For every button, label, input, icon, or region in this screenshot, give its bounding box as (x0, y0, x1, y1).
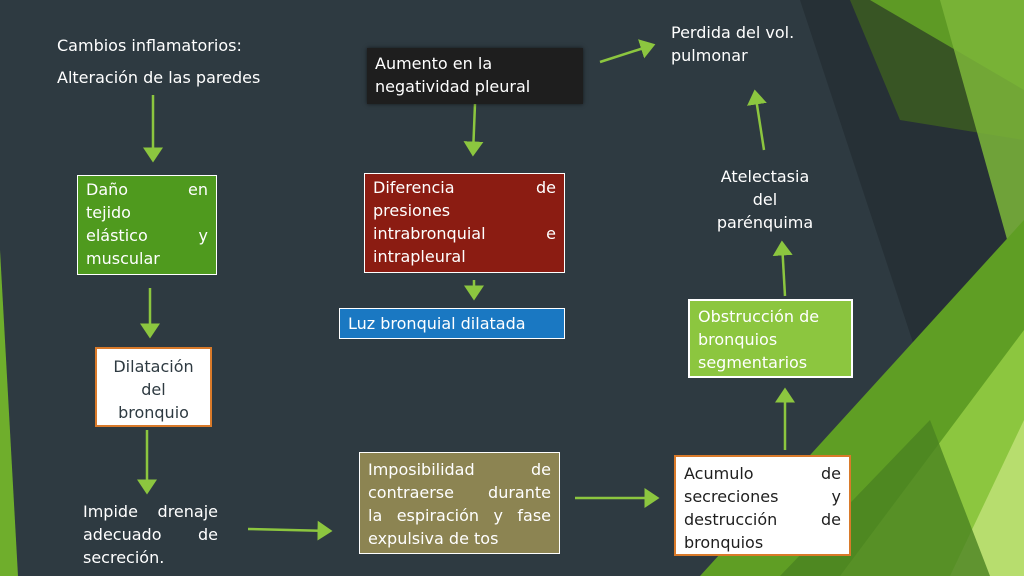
aumento-negatividad-box: Aumento en la negatividad pleural (367, 48, 583, 104)
imposibilidad-contraerse-box: Imposibilidad de contraerse durante la e… (359, 452, 560, 554)
diferencia-presiones-box: Diferencia de presiones intrabronquial e… (364, 173, 565, 273)
acumulo-secreciones-box: Acumulo de secreciones y destrucción de … (674, 455, 851, 556)
impide-drenaje-text: Impide drenaje adecuado de secreción. (83, 502, 218, 567)
dilatacion-bronquio-box: Dilatación del bronquio (95, 347, 212, 427)
dano-tejido-box: Daño en tejido elástico y muscular (77, 175, 217, 275)
alteracion-paredes-label: Alteración de las paredes (57, 68, 261, 87)
atelectasia-text: Atelectasia del parénquima (716, 167, 814, 232)
luz-bronquial-box: Luz bronquial dilatada (339, 308, 565, 339)
perdida-volumen-text: Perdida del vol. pulmonar (671, 23, 795, 65)
deco-green-band-3 (940, 0, 1024, 300)
cambios-inflamatorios-label: Cambios inflamatorios: (57, 36, 242, 55)
obstruccion-bronquios-box: Obstrucción de bronquios segmentarios (688, 299, 853, 378)
deco-left-strip (0, 250, 18, 576)
